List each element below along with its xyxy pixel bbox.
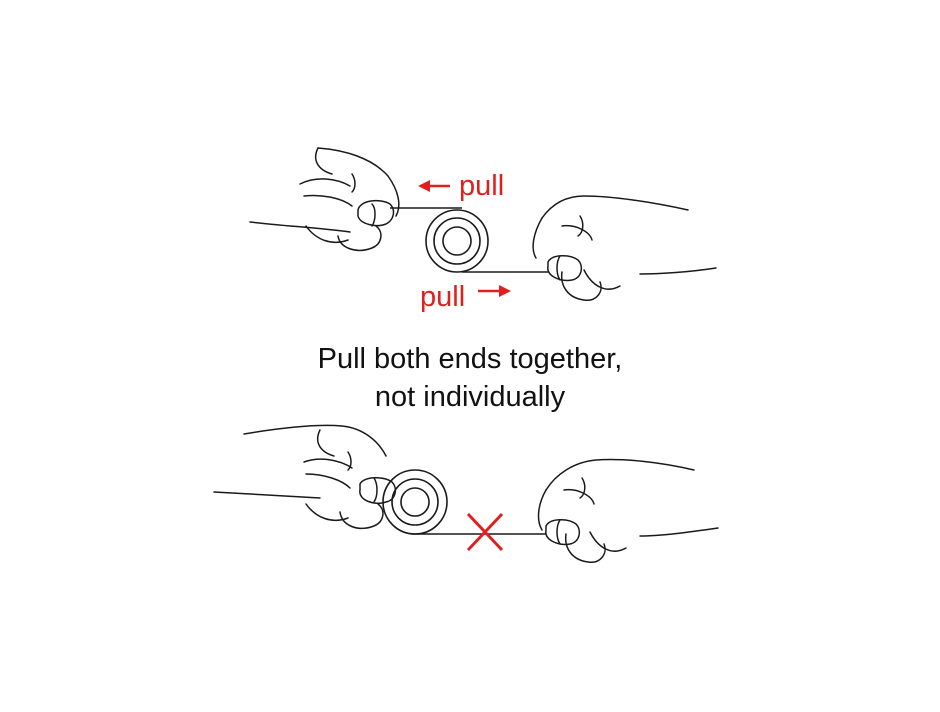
caption-line-2: not individually	[374, 381, 566, 413]
pull-right-indicator: pull	[420, 281, 511, 313]
pull-label-left: pull	[459, 170, 504, 202]
bottom-tape-roll	[382, 469, 448, 535]
caption-line-1: Pull both ends together,	[317, 343, 623, 375]
bottom-illustration	[213, 424, 719, 563]
arrow-left-icon	[418, 180, 430, 192]
top-right-hand	[532, 195, 717, 301]
top-illustration: pull pull	[249, 147, 717, 313]
bottom-right-hand	[537, 458, 719, 563]
pull-left-indicator: pull	[418, 170, 504, 202]
top-tape-roll	[425, 209, 489, 273]
pull-label-right: pull	[420, 281, 465, 313]
bottom-left-hand	[213, 424, 397, 530]
arrow-right-icon	[499, 285, 511, 297]
top-left-hand	[249, 147, 400, 252]
x-mark-icon	[466, 512, 504, 552]
